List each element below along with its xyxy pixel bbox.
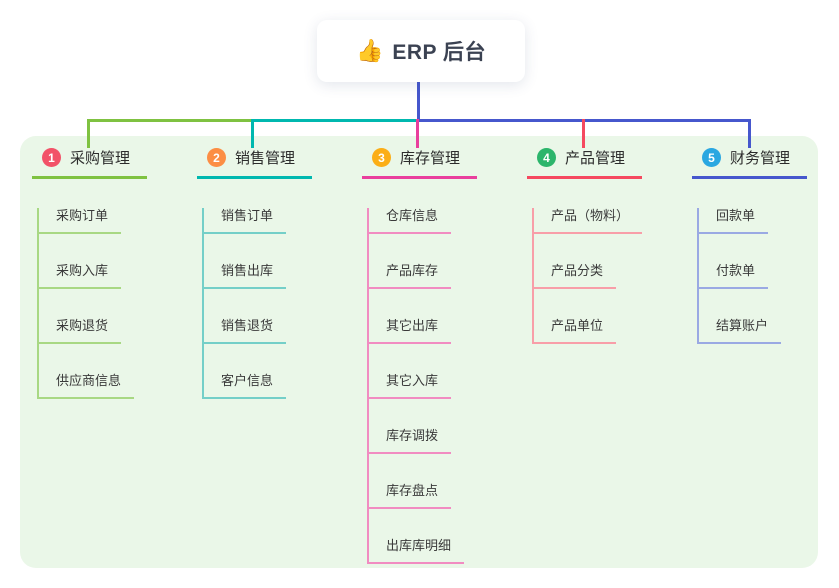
branch-header-node[interactable]: 5 财务管理 xyxy=(692,147,807,179)
drop-branch-1 xyxy=(87,119,90,148)
branch-label: 产品管理 xyxy=(565,150,626,167)
mindmap-leaf-node[interactable]: 产品库存 xyxy=(369,263,452,289)
branch-header-node[interactable]: 1 采购管理 xyxy=(32,147,147,179)
mindmap-leaf-node[interactable]: 库存调拨 xyxy=(369,428,452,454)
branch-label: 库存管理 xyxy=(400,150,461,167)
mindmap-leaf-node[interactable]: 供应商信息 xyxy=(39,373,135,399)
branch-label: 采购管理 xyxy=(70,150,131,167)
mindmap-leaf-node[interactable]: 采购订单 xyxy=(39,208,122,234)
branch-header-node[interactable]: 3 库存管理 xyxy=(362,147,477,179)
branch-items: 采购订单 采购入库 采购退货 供应商信息 xyxy=(37,208,135,399)
mindmap-leaf-node[interactable]: 付款单 xyxy=(699,263,769,289)
branch-items: 回款单 付款单 结算账户 xyxy=(697,208,782,344)
mindmap-leaf-node[interactable]: 库存盘点 xyxy=(369,483,452,509)
connector-root-drop xyxy=(417,82,420,119)
drop-branch-2 xyxy=(251,119,254,148)
mindmap-leaf-node[interactable]: 销售出库 xyxy=(204,263,287,289)
branch: 5 财务管理 回款单 付款单 结算账户 xyxy=(692,147,807,344)
branches-background-panel xyxy=(20,136,818,568)
mindmap-leaf-node[interactable]: 客户信息 xyxy=(204,373,287,399)
branch-header-node[interactable]: 2 销售管理 xyxy=(197,147,312,179)
drop-branch-5 xyxy=(748,119,751,148)
mindmap-leaf-node[interactable]: 销售订单 xyxy=(204,208,287,234)
mindmap-leaf-node[interactable]: 仓库信息 xyxy=(369,208,452,234)
branch-number-badge: 4 xyxy=(537,148,556,167)
bus-segment-teal xyxy=(253,119,418,122)
branch-header-node[interactable]: 4 产品管理 xyxy=(527,147,642,179)
mindmap-leaf-node[interactable]: 回款单 xyxy=(699,208,769,234)
branch: 1 采购管理 采购订单 采购入库 采购退货 供应商信息 xyxy=(32,147,147,399)
mindmap-leaf-node[interactable]: 采购入库 xyxy=(39,263,122,289)
branch-number-badge: 3 xyxy=(372,148,391,167)
branch: 2 销售管理 销售订单 销售出库 销售退货 客户信息 xyxy=(197,147,312,399)
mindmap-leaf-node[interactable]: 产品单位 xyxy=(534,318,617,344)
thumbs-up-icon: 👍 xyxy=(355,38,384,63)
branch-items: 仓库信息 产品库存 其它出库 其它入库 库存调拨 库存盘点 出库库明细 xyxy=(367,208,465,564)
branch-items: 产品（物料） 产品分类 产品单位 xyxy=(532,208,643,344)
drop-branch-3 xyxy=(416,119,419,148)
branch-items: 销售订单 销售出库 销售退货 客户信息 xyxy=(202,208,287,399)
mindmap-leaf-node[interactable]: 采购退货 xyxy=(39,318,122,344)
branch-number-badge: 2 xyxy=(207,148,226,167)
branch-label: 财务管理 xyxy=(730,150,791,167)
mindmap-leaf-node[interactable]: 产品分类 xyxy=(534,263,617,289)
mindmap-leaf-node[interactable]: 结算账户 xyxy=(699,318,782,344)
mindmap-leaf-node[interactable]: 出库库明细 xyxy=(369,538,465,564)
branch-number-badge: 5 xyxy=(702,148,721,167)
mindmap-leaf-node[interactable]: 产品（物料） xyxy=(534,208,643,234)
branch-label: 销售管理 xyxy=(235,150,296,167)
branch-number-badge: 1 xyxy=(42,148,61,167)
branch: 3 库存管理 仓库信息 产品库存 其它出库 其它入库 库存调拨 库存盘点 出库库… xyxy=(362,147,477,564)
branch: 4 产品管理 产品（物料） 产品分类 产品单位 xyxy=(527,147,643,344)
bus-segment-green xyxy=(87,119,253,122)
drop-branch-4 xyxy=(582,119,585,148)
root-node-title: ERP 后台 xyxy=(392,41,487,64)
mindmap-leaf-node[interactable]: 其它入库 xyxy=(369,373,452,399)
mindmap-leaf-node[interactable]: 销售退货 xyxy=(204,318,287,344)
mindmap-leaf-node[interactable]: 其它出库 xyxy=(369,318,452,344)
root-node[interactable]: 👍 ERP 后台 xyxy=(317,20,525,82)
